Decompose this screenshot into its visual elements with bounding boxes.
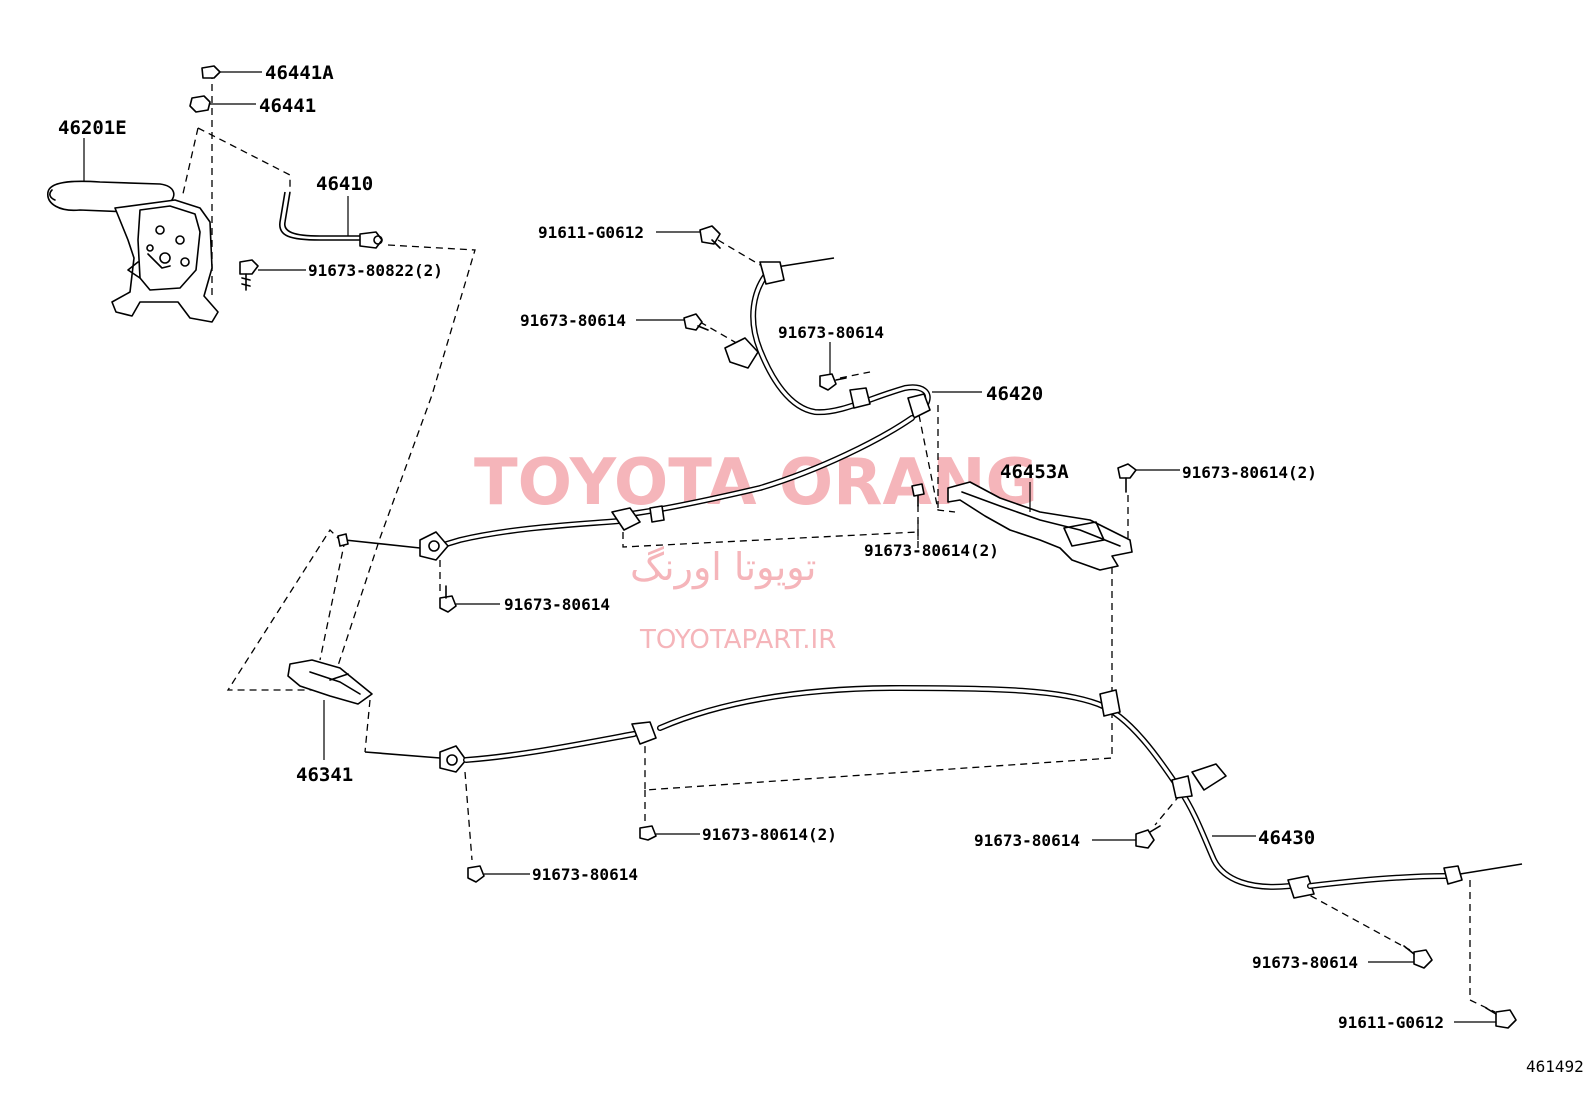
bolt-91673-80614-upper-mid — [819, 373, 847, 391]
label-91673-80614-a: 91673-80614 — [520, 311, 626, 330]
watermark-site: TOYOTAPART.IR — [639, 625, 836, 655]
parking-brake-lever — [47, 180, 219, 323]
label-91673-80614-b: 91673-80614 — [778, 323, 884, 342]
label-46441A: 46441A — [265, 62, 334, 84]
label-46441: 46441 — [259, 95, 316, 117]
watermark-persian: تویوتا اورنگ — [630, 545, 817, 590]
label-91673-80614-e: 91673-80614 — [974, 831, 1080, 850]
assembly-dashed-lines — [181, 72, 1496, 1013]
label-46201E: 46201E — [58, 117, 127, 139]
part-labels: 46441A 46441 46201E 46410 91673-80822(2)… — [58, 62, 1584, 1076]
bolt-91673-80614-lower-left — [467, 865, 485, 883]
bolt-91611-G0612-top — [699, 225, 721, 249]
label-46341: 46341 — [296, 764, 353, 786]
label-91673-80614-2b: 91673-80614(2) — [864, 541, 999, 560]
label-91673-80614-2a: 91673-80614(2) — [1182, 463, 1317, 482]
label-91673-80614-d: 91673-80614 — [532, 865, 638, 884]
label-91673-80614-2c: 91673-80614(2) — [702, 825, 837, 844]
label-91673-80822: 91673-80822(2) — [308, 261, 443, 280]
bolt-91673-80614-lower-right — [1135, 825, 1161, 849]
nut-46441 — [189, 95, 211, 113]
bolt-91673-80614-bracket — [1117, 463, 1137, 493]
label-46420: 46420 — [986, 383, 1043, 405]
bolt-91673-80614-upper-left — [683, 313, 709, 331]
label-91673-80614-c: 91673-80614 — [504, 595, 610, 614]
label-91673-80614-f: 91673-80614 — [1252, 953, 1358, 972]
label-46430: 46430 — [1258, 827, 1315, 849]
bolt-91673-80614-left — [439, 585, 457, 613]
bolt-91673-80822 — [239, 259, 259, 291]
bolt-91673-80614-lower-2 — [639, 825, 657, 841]
bolt-91673-80614-lower-mid — [911, 483, 925, 507]
cable-46430 — [364, 684, 1523, 899]
label-91611-G0612-bottom: 91611-G0612 — [1338, 1013, 1444, 1032]
bolt-91611-G0612-rear — [1485, 1007, 1517, 1029]
leader-lines — [83, 71, 1496, 1023]
front-cable-46410 — [279, 191, 383, 249]
watermark: TOYOTA ORANG تویوتا اورنگ TOYOTAPART.IR — [474, 446, 1038, 655]
bolt-91673-80614-rear — [1403, 945, 1433, 969]
bracket-46453A — [947, 481, 1133, 571]
nut-46441A — [201, 65, 221, 79]
label-91611-G0612-top: 91611-G0612 — [538, 223, 644, 242]
figure-number: 461492 — [1526, 1057, 1584, 1076]
watermark-brand: TOYOTA ORANG — [474, 446, 1038, 520]
equalizer-46341 — [287, 659, 373, 705]
label-46410: 46410 — [316, 173, 373, 195]
cable-46420 — [337, 257, 931, 561]
label-46453A: 46453A — [1000, 461, 1069, 483]
